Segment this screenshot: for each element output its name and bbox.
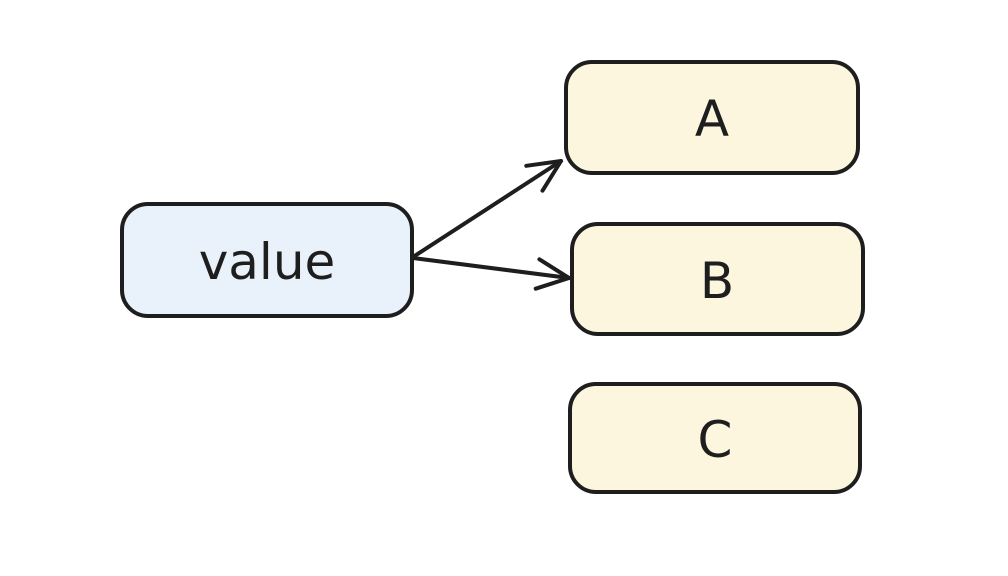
node-b-shape	[570, 222, 865, 336]
node-c-shape	[568, 382, 862, 494]
node-c[interactable]: C	[568, 382, 862, 494]
arrow-shaft	[411, 159, 563, 259]
arrow-value-to-b[interactable]	[411, 256, 571, 291]
node-a-label: A	[695, 90, 729, 148]
node-value[interactable]: value	[120, 202, 414, 318]
node-c-label: C	[698, 411, 733, 469]
node-a[interactable]: A	[564, 60, 860, 175]
arrow-value-to-a[interactable]	[411, 159, 563, 259]
arrow-shaft	[411, 256, 571, 280]
arrowhead-icon	[533, 257, 571, 291]
node-a-shape	[564, 60, 860, 175]
node-value-label: value	[199, 233, 336, 291]
node-value-shape	[120, 202, 414, 318]
node-b-label: B	[700, 252, 734, 310]
arrowhead-icon	[524, 159, 563, 193]
node-b[interactable]: B	[570, 222, 865, 336]
